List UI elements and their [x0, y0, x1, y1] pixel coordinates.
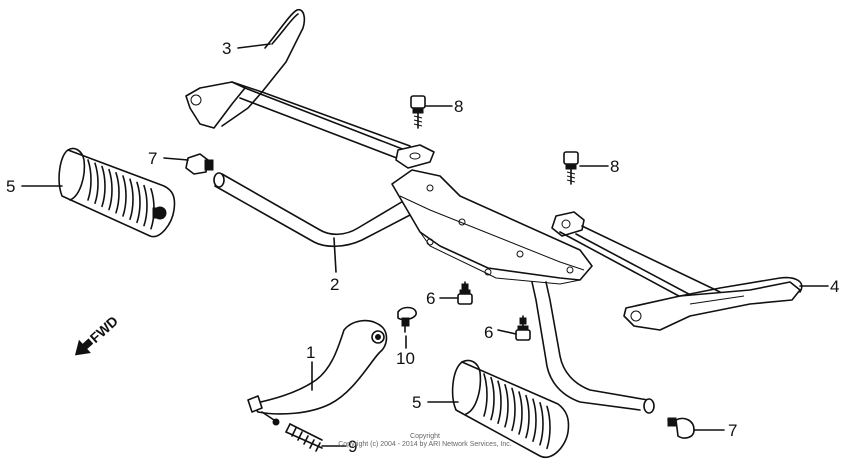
- rubber-rib: [87, 159, 92, 201]
- bolt-6-upper[interactable]: [457, 281, 473, 305]
- rubber-rib: [143, 184, 148, 227]
- bolt-6-lower[interactable]: [515, 315, 531, 341]
- label-bolt-6-lower: 6: [484, 323, 493, 342]
- rubber-rib: [546, 405, 551, 450]
- rubber-rib: [115, 172, 120, 214]
- copyright-line2: Copyright (c) 2004 - 2014 by ARI Network…: [338, 441, 512, 448]
- step-rubber-lower[interactable]: [451, 359, 570, 459]
- rubber-rib: [101, 165, 106, 208]
- label-bolt-10: 10: [396, 349, 415, 368]
- leader-lines: [21, 43, 829, 447]
- label-rubber-bottom: 5: [412, 393, 421, 412]
- rubber-rib: [504, 384, 509, 428]
- rubber-rib: [518, 391, 523, 435]
- label-step-bar: 2: [330, 275, 339, 294]
- step-rubber-upper[interactable]: [58, 147, 176, 238]
- rubber-rib: [108, 168, 113, 211]
- label-bolt-7-right: 7: [728, 421, 737, 440]
- rubber-rib: [525, 394, 530, 439]
- label-bolt-7-left: 7: [148, 149, 157, 168]
- bolt-7-left[interactable]: [185, 153, 214, 175]
- label-bolt-8-upper: 8: [454, 97, 463, 116]
- bolt-10[interactable]: [397, 306, 417, 333]
- fwd-text: FWD: [87, 313, 121, 346]
- spring[interactable]: [285, 423, 323, 452]
- rubber-rib: [532, 398, 537, 442]
- rubber-rib: [129, 178, 134, 220]
- bolt-7-right[interactable]: [667, 417, 695, 439]
- step-pedal[interactable]: [247, 319, 388, 426]
- step-holder-lower[interactable]: [551, 211, 803, 331]
- label-rubber-top-left: 5: [6, 177, 15, 196]
- label-step-holder-right: 3: [222, 39, 231, 58]
- bolt-8-upper[interactable]: [410, 95, 426, 129]
- label-bolt-8-right: 8: [610, 157, 619, 176]
- label-bolt-6-upper: 6: [426, 289, 435, 308]
- label-step-pedal: 1: [306, 343, 315, 362]
- label-spring: 9: [348, 437, 357, 456]
- rubber-rib: [497, 380, 502, 424]
- rubber-rib: [136, 181, 141, 224]
- step-bar[interactable]: [213, 169, 655, 414]
- fwd-arrow: FWD: [74, 313, 121, 356]
- rubber-rib: [122, 175, 127, 217]
- rubber-rib: [511, 387, 516, 432]
- rubber-rib: [94, 162, 99, 204]
- copyright-line1: Copyright: [410, 433, 440, 440]
- rubber-rib: [483, 373, 488, 417]
- label-step-holder-left: 4: [830, 277, 839, 296]
- rubber-rib: [490, 376, 495, 421]
- step-holder-upper[interactable]: [185, 8, 435, 169]
- bolt-8-right[interactable]: [563, 151, 579, 185]
- rubber-rib: [539, 402, 544, 446]
